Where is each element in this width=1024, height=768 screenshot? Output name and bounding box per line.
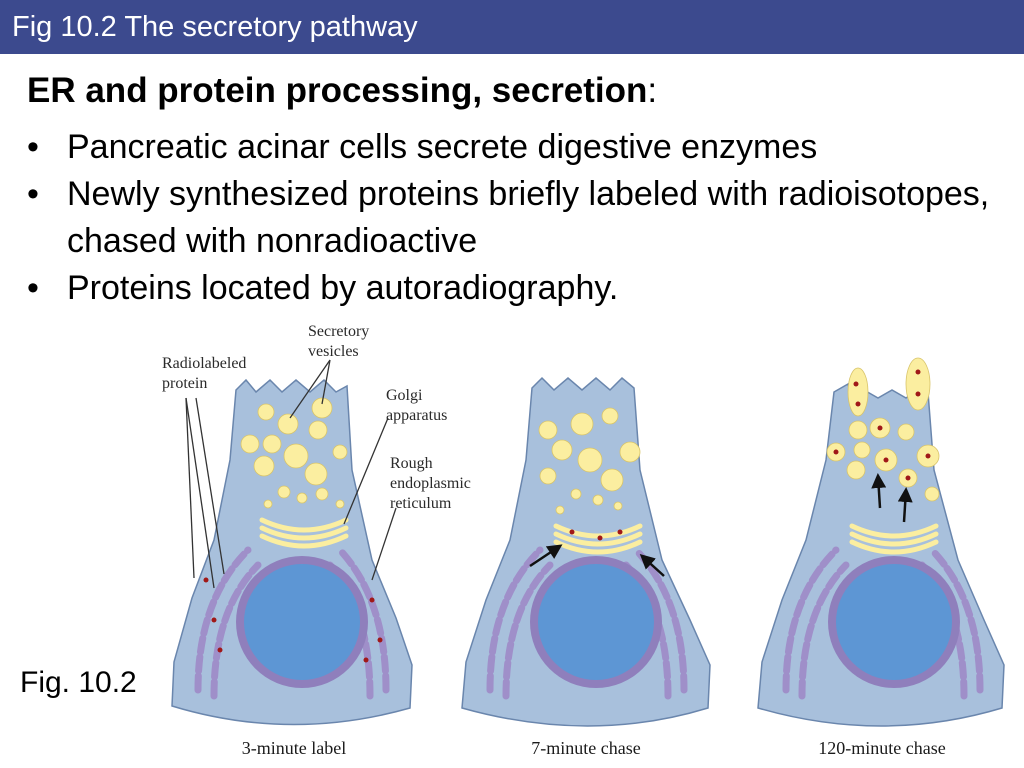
golgi-3b: [849, 531, 939, 547]
label-vesicles-1: Secretory: [308, 323, 369, 340]
leader-lines: [185, 359, 397, 589]
nucleus-3: [836, 564, 952, 680]
label-golgi-1: Golgi: [386, 387, 423, 404]
rough-er-3-left2: [798, 561, 850, 700]
bullet-text: Newly synthesized proteins briefly label…: [67, 175, 990, 260]
radiolabel-dots: [203, 369, 931, 663]
bullet-item: • Proteins located by autoradiography.: [27, 265, 1017, 312]
rough-er-3-left: [782, 546, 840, 694]
caption-panel-1: 3-minute label: [242, 738, 346, 758]
vesicles-cell-2: [538, 407, 641, 515]
nucleus-2: [538, 564, 654, 680]
rough-er-3-right: [928, 546, 984, 694]
rough-er-2-left: [486, 546, 544, 694]
bullet-text: Pancreatic acinar cells secrete digestiv…: [67, 128, 818, 166]
bullet-list: • Pancreatic acinar cells secrete digesti…: [27, 124, 1017, 312]
bullet-dot: •: [27, 128, 39, 166]
section-heading-colon: :: [647, 71, 658, 110]
rough-er-1-right: [336, 546, 390, 694]
golgi-1c: [259, 533, 349, 549]
caption-panel-2: 7-minute chase: [531, 738, 640, 758]
bullet-item: • Pancreatic acinar cells secrete digesti…: [27, 124, 1017, 171]
label-golgi-2: apparatus: [386, 407, 447, 424]
golgi-1b: [259, 525, 349, 541]
golgi-3a: [849, 523, 939, 539]
figure-label: Fig. 10.2: [20, 666, 137, 699]
nucleus-1: [244, 564, 360, 680]
vesicles-cell-1: [240, 397, 348, 509]
rough-er-1-left2: [210, 561, 262, 700]
golgi-2c: [553, 539, 643, 555]
golgi-2a: [553, 523, 643, 539]
rough-er-1-left: [194, 546, 252, 694]
label-rer-1: Rough: [390, 455, 433, 472]
bullet-dot: •: [27, 269, 39, 307]
slide-title: Fig 10.2 The secretory pathway: [12, 11, 418, 43]
caption-panel-3: 120-minute chase: [818, 738, 945, 758]
bullet-text: Proteins located by autoradiography.: [67, 269, 619, 307]
bullet-dot: •: [27, 175, 39, 213]
rough-er-2-left2: [502, 561, 554, 700]
golgi-2b: [553, 531, 643, 547]
section-heading-bold: ER and protein processing, secretion: [27, 71, 648, 110]
label-rer-3: reticulum: [390, 495, 452, 512]
label-vesicles-2: vesicles: [308, 343, 359, 360]
golgi-1a: [259, 517, 349, 533]
golgi-3c: [849, 539, 939, 555]
title-bar: Fig 10.2 The secretory pathway: [0, 0, 1024, 54]
bullet-item: • Newly synthesized proteins briefly labe…: [27, 171, 1017, 265]
chase-arrows: [529, 473, 913, 577]
label-rer-2: endoplasmic: [390, 475, 471, 492]
label-radiolabeled-2: protein: [162, 375, 207, 392]
label-radiolabeled-1: Radiolabeled: [162, 355, 246, 372]
section-heading: ER and protein processing, secretion:: [27, 70, 657, 112]
